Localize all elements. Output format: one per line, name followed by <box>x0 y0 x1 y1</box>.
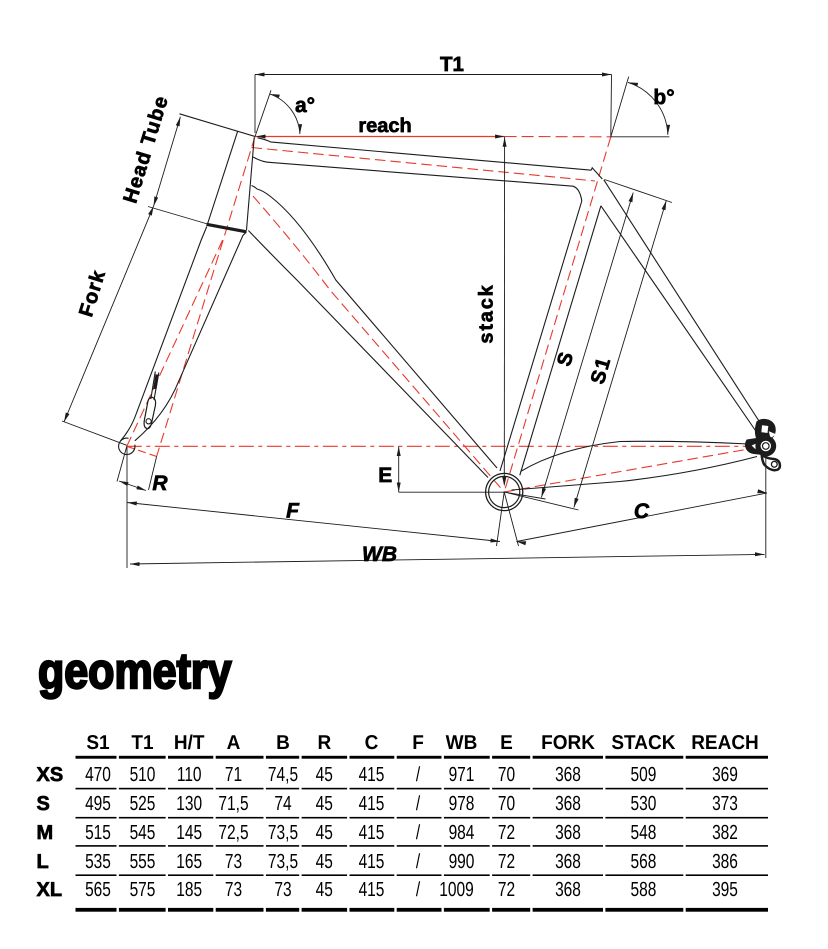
svg-text:71: 71 <box>225 764 242 786</box>
svg-text:530: 530 <box>630 793 656 815</box>
svg-text:978: 978 <box>449 793 475 815</box>
svg-text:575: 575 <box>130 879 156 901</box>
svg-text:72: 72 <box>498 851 515 873</box>
svg-text:45: 45 <box>316 793 333 815</box>
svg-text:382: 382 <box>712 822 738 844</box>
svg-text:/: / <box>416 793 421 815</box>
svg-text:368: 368 <box>555 764 581 786</box>
svg-text:STACK: STACK <box>611 732 676 754</box>
svg-text:C: C <box>634 500 650 523</box>
svg-text:C: C <box>365 732 379 754</box>
svg-text:T1: T1 <box>440 53 464 76</box>
svg-text:/: / <box>416 822 421 844</box>
svg-text:a°: a° <box>295 94 315 117</box>
svg-text:73: 73 <box>225 879 242 901</box>
svg-text:415: 415 <box>359 851 385 873</box>
svg-text:565: 565 <box>85 879 111 901</box>
svg-text:70: 70 <box>498 793 515 815</box>
svg-text:74,5: 74,5 <box>268 764 298 786</box>
svg-text:72: 72 <box>498 822 515 844</box>
svg-text:368: 368 <box>555 879 581 901</box>
svg-text:45: 45 <box>316 764 333 786</box>
svg-text:70: 70 <box>498 764 515 786</box>
svg-text:b°: b° <box>653 86 674 109</box>
svg-text:72,5: 72,5 <box>218 822 248 844</box>
svg-text:/: / <box>416 879 421 901</box>
svg-text:XS: XS <box>37 764 64 786</box>
svg-text:990: 990 <box>449 851 475 873</box>
svg-text:WB: WB <box>446 732 478 754</box>
svg-text:74: 74 <box>274 793 291 815</box>
svg-text:REACH: REACH <box>691 732 759 754</box>
svg-text:S: S <box>553 350 578 369</box>
svg-text:415: 415 <box>359 764 385 786</box>
svg-text:1009: 1009 <box>439 879 473 901</box>
svg-text:130: 130 <box>176 793 202 815</box>
svg-text:386: 386 <box>712 851 738 873</box>
svg-text:45: 45 <box>316 822 333 844</box>
svg-text:/: / <box>416 764 421 786</box>
svg-text:395: 395 <box>712 879 738 901</box>
svg-text:F: F <box>412 732 424 754</box>
svg-text:415: 415 <box>359 822 385 844</box>
svg-text:368: 368 <box>555 851 581 873</box>
svg-text:545: 545 <box>130 822 156 844</box>
svg-text:reach: reach <box>358 115 411 137</box>
svg-text:FORK: FORK <box>541 732 595 754</box>
svg-text:984: 984 <box>449 822 475 844</box>
svg-text:535: 535 <box>85 851 111 873</box>
svg-text:72: 72 <box>498 879 515 901</box>
svg-text:369: 369 <box>712 764 738 786</box>
svg-text:B: B <box>276 732 290 754</box>
svg-text:L: L <box>37 851 49 873</box>
svg-text:S1: S1 <box>86 732 109 754</box>
svg-text:E: E <box>500 732 513 754</box>
svg-text:515: 515 <box>85 822 111 844</box>
svg-text:510: 510 <box>130 764 156 786</box>
svg-text:415: 415 <box>359 793 385 815</box>
svg-text:E: E <box>378 464 392 487</box>
svg-text:368: 368 <box>555 822 581 844</box>
svg-text:373: 373 <box>712 793 738 815</box>
svg-text:495: 495 <box>85 793 111 815</box>
svg-text:XL: XL <box>37 879 63 901</box>
svg-text:165: 165 <box>176 851 202 873</box>
svg-text:525: 525 <box>130 793 156 815</box>
svg-text:stack: stack <box>476 283 498 343</box>
svg-text:geometry: geometry <box>38 643 232 699</box>
svg-text:45: 45 <box>316 879 333 901</box>
svg-text:F: F <box>286 500 300 523</box>
svg-text:73,5: 73,5 <box>268 822 298 844</box>
svg-text:/: / <box>416 851 421 873</box>
svg-text:73,5: 73,5 <box>268 851 298 873</box>
svg-text:415: 415 <box>359 879 385 901</box>
svg-text:555: 555 <box>130 851 156 873</box>
svg-text:T1: T1 <box>131 732 153 754</box>
svg-text:R: R <box>152 472 168 495</box>
svg-text:110: 110 <box>177 764 202 786</box>
svg-text:73: 73 <box>274 879 291 901</box>
svg-text:971: 971 <box>449 764 475 786</box>
svg-text:H/T: H/T <box>174 732 205 754</box>
svg-text:368: 368 <box>555 793 581 815</box>
svg-text:71,5: 71,5 <box>218 793 248 815</box>
svg-text:470: 470 <box>85 764 111 786</box>
svg-text:588: 588 <box>630 879 656 901</box>
svg-text:45: 45 <box>316 851 333 873</box>
svg-text:S: S <box>37 793 50 815</box>
svg-text:548: 548 <box>630 822 656 844</box>
svg-text:WB: WB <box>362 543 397 566</box>
svg-text:73: 73 <box>225 851 242 873</box>
svg-text:509: 509 <box>630 764 656 786</box>
svg-text:M: M <box>37 822 54 844</box>
svg-text:145: 145 <box>176 822 202 844</box>
svg-text:R: R <box>317 732 331 754</box>
svg-text:185: 185 <box>176 879 202 901</box>
svg-text:568: 568 <box>630 851 656 873</box>
svg-text:A: A <box>227 732 241 754</box>
